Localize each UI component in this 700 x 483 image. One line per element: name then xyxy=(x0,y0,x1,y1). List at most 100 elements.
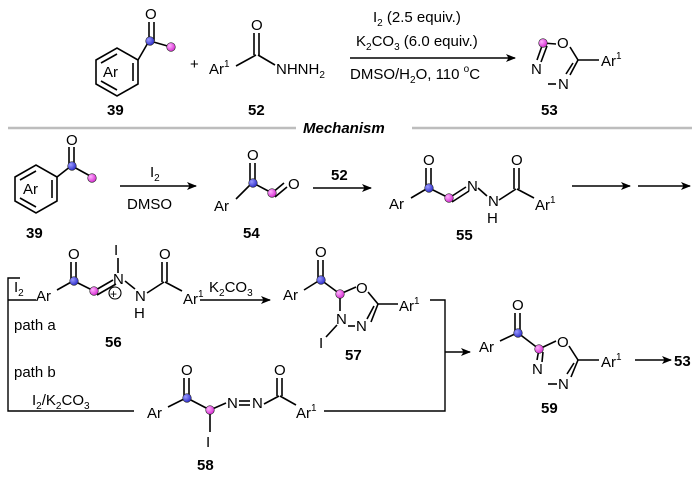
oxygen-label: O xyxy=(181,362,193,379)
condition-base: K2CO3 (6.0 equiv.) xyxy=(356,33,478,53)
ar1-label: Ar1 xyxy=(209,59,230,78)
nitrogen-label: N xyxy=(113,271,124,288)
ar-label: Ar xyxy=(283,287,298,304)
ar1-label: Ar1 xyxy=(296,403,317,422)
oxygen-label: O xyxy=(511,152,523,169)
oxygen-label: O xyxy=(145,6,157,23)
iodine-label: I xyxy=(206,434,210,451)
oxygen-label: O xyxy=(288,176,300,193)
benzene-ring xyxy=(14,164,58,214)
blue-carbon-marker xyxy=(67,161,77,171)
compound-label-39: 39 xyxy=(26,225,43,242)
ar-label: Ar xyxy=(147,405,162,422)
compound-label-54: 54 xyxy=(243,225,260,242)
blue-carbon-marker xyxy=(69,276,79,286)
compound-54: Ar O O 54 xyxy=(214,147,300,242)
ar-label: Ar xyxy=(23,181,38,198)
oxygen-label: O xyxy=(356,280,368,297)
magenta-carbon-marker xyxy=(87,173,97,183)
blue-carbon-marker xyxy=(316,275,326,285)
compound-57: Ar O O N N I Ar1 57 xyxy=(283,244,420,364)
compound-59: Ar O O N N Ar1 59 xyxy=(479,297,622,417)
iodine-label: I xyxy=(114,242,118,259)
compound-39-mechanism: Ar O 39 xyxy=(14,132,97,242)
ar-label: Ar xyxy=(479,339,494,356)
compound-label-58: 58 xyxy=(197,457,214,474)
condition-solvent: DMSO/H2O, 110 oC xyxy=(350,64,480,86)
magenta-carbon-marker xyxy=(538,38,548,48)
nitrogen-label: N xyxy=(531,61,542,78)
condition-iodine: I2 (2.5 equiv.) xyxy=(373,9,461,29)
oxygen-label: O xyxy=(247,147,259,164)
magenta-carbon-marker xyxy=(335,289,345,299)
oxygen-label: O xyxy=(512,297,524,314)
nhnh2-label: NHNH2 xyxy=(276,61,325,81)
ar1-label: Ar1 xyxy=(601,51,622,70)
path-b-reagent: I2/K2CO3 xyxy=(32,392,90,412)
ar-label: Ar xyxy=(36,288,51,305)
nitrogen-label: N xyxy=(467,178,478,195)
ar1-label: Ar1 xyxy=(399,296,420,315)
blue-carbon-marker xyxy=(145,36,155,46)
i2-reagent: I2 xyxy=(14,279,24,299)
compound-52: Ar1 O NHNH2 52 xyxy=(209,17,325,119)
positive-charge xyxy=(108,286,122,300)
oxygen-label: O xyxy=(557,334,569,351)
nitrogen-label: N xyxy=(336,311,347,328)
blue-carbon-marker xyxy=(182,393,192,403)
step2-reagent: 52 xyxy=(331,167,348,184)
plus-sign: + xyxy=(190,56,199,73)
path-a-label: path a xyxy=(14,317,56,334)
magenta-carbon-marker xyxy=(267,188,277,198)
magenta-carbon-marker xyxy=(444,193,454,203)
compound-55: Ar O N N H O Ar1 55 xyxy=(389,152,556,244)
blue-carbon-marker xyxy=(513,328,523,338)
oxygen-label: O xyxy=(251,17,263,34)
compound-39-top: Ar O 39 xyxy=(95,6,176,119)
hydrogen-label: H xyxy=(134,305,145,322)
step-a-reagent: K2CO3 xyxy=(209,279,253,299)
path-bracket xyxy=(7,277,134,412)
oxygen-label: O xyxy=(159,246,171,263)
blue-carbon-marker xyxy=(424,183,434,193)
magenta-carbon-marker xyxy=(205,405,215,415)
nitrogen-label: N xyxy=(488,193,499,210)
final-product-label: 53 xyxy=(674,353,691,370)
compound-label-56: 56 xyxy=(105,334,122,351)
magenta-carbon-marker xyxy=(534,344,544,354)
compound-label-55: 55 xyxy=(456,227,473,244)
nitrogen-label: N xyxy=(532,361,543,378)
compound-label-53: 53 xyxy=(541,102,558,119)
compound-label-59: 59 xyxy=(541,400,558,417)
ar1-label: Ar1 xyxy=(535,195,556,214)
nitrogen-label: N xyxy=(558,376,569,393)
merge-bracket xyxy=(324,299,446,412)
nitrogen-label: N xyxy=(356,318,367,335)
ar-label: Ar xyxy=(103,64,118,81)
oxygen-label: O xyxy=(274,362,286,379)
oxygen-label: O xyxy=(66,132,78,149)
step1-reagent: I2 xyxy=(150,164,160,184)
nitrogen-label: N xyxy=(135,288,146,305)
compound-56: Ar O N I + N H O Ar1 56 xyxy=(36,242,204,351)
nitrogen-label: N xyxy=(227,395,238,412)
reaction-conditions: I2 (2.5 equiv.) K2CO3 (6.0 equiv.) DMSO/… xyxy=(350,9,516,86)
ar-label: Ar xyxy=(214,198,229,215)
hydrogen-label: H xyxy=(487,210,498,227)
positive-charge-sign: + xyxy=(110,287,117,301)
ar-label: Ar xyxy=(389,196,404,213)
compound-53: O N N Ar1 53 xyxy=(531,35,622,119)
nitrogen-label: N xyxy=(558,76,569,93)
compound-label-57: 57 xyxy=(345,347,362,364)
oxygen-label: O xyxy=(557,35,569,52)
oxygen-label: O xyxy=(315,244,327,261)
ar1-label: Ar1 xyxy=(601,352,622,371)
nitrogen-label: N xyxy=(252,395,263,412)
mechanism-title: Mechanism xyxy=(303,120,385,137)
step1-solvent: DMSO xyxy=(127,196,172,213)
compound-label-52: 52 xyxy=(248,102,265,119)
path-b-label: path b xyxy=(14,364,56,381)
oxygen-label: O xyxy=(423,152,435,169)
benzene-ring xyxy=(95,47,139,97)
